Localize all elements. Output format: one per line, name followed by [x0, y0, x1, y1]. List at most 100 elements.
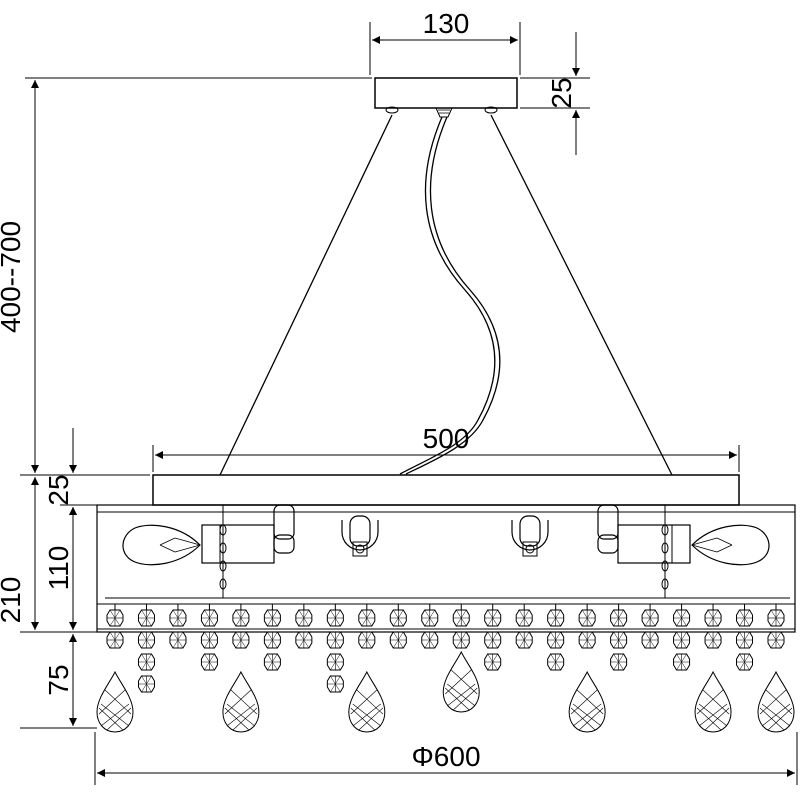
crystal-bead	[358, 631, 376, 649]
crystal-bead	[484, 653, 502, 671]
crystal-bead	[673, 653, 691, 671]
crystal-bead	[767, 631, 785, 649]
crystal-bead	[515, 631, 533, 649]
crystal-strand	[326, 604, 344, 693]
suspension-cables	[219, 114, 673, 476]
crystal-bead	[358, 609, 376, 627]
crystal-bead	[295, 609, 313, 627]
crystal-bead	[610, 631, 628, 649]
crystal-strand	[547, 604, 565, 671]
crystal-strand	[169, 604, 187, 649]
crystal-bead	[610, 609, 628, 627]
crystal-bead	[547, 631, 565, 649]
crystal-bead	[200, 609, 218, 627]
crystal-bead	[389, 631, 407, 649]
crystal-bead	[137, 609, 155, 627]
crystal-bead	[578, 631, 596, 649]
crystal-strands	[96, 604, 795, 733]
crystal-strand	[96, 604, 134, 733]
total-height-label: 400--700	[0, 221, 26, 333]
crystal-strand	[736, 604, 754, 671]
crystal-bead	[484, 609, 502, 627]
power-cord	[399, 116, 501, 475]
crystal-strand	[484, 604, 502, 671]
crystal-bead	[736, 653, 754, 671]
canopy-width-label: 130	[423, 8, 470, 39]
candle-bulb-right	[691, 524, 770, 566]
crystal-teardrop	[348, 671, 386, 733]
crystal-bead	[641, 609, 659, 627]
lamp-holder-right	[597, 504, 691, 564]
crystal-bead	[389, 609, 407, 627]
crystal-bead	[736, 609, 754, 627]
crystal-bead	[610, 653, 628, 671]
crystal-bead	[232, 631, 250, 649]
crystal-bead	[169, 609, 187, 627]
canopy-height-label: 25	[546, 77, 577, 108]
crystal-strand	[694, 604, 732, 733]
crystal-bead	[137, 653, 155, 671]
crystal-bead	[169, 631, 187, 649]
socket-cup	[341, 515, 379, 557]
crystal-bead	[767, 609, 785, 627]
body-height-label: 210	[0, 577, 26, 624]
crystal-bead	[200, 631, 218, 649]
frame-height-label: 25	[43, 474, 74, 505]
dimension-frame-width: 500	[152, 423, 740, 472]
chain-left	[219, 505, 227, 598]
chain-right	[661, 505, 669, 598]
crystal-teardrop	[222, 671, 260, 733]
crystal-bead	[452, 609, 470, 627]
lamp-zone-height-label: 110	[43, 546, 74, 591]
crystal-bead	[200, 653, 218, 671]
crystal-bead	[547, 609, 565, 627]
drop-height-label: 75	[43, 664, 74, 695]
crystal-bead	[326, 653, 344, 671]
dimension-canopy-width: 130	[369, 8, 521, 75]
crystal-strand	[442, 604, 480, 713]
crystal-strand	[389, 604, 407, 649]
crystal-teardrop	[694, 671, 732, 733]
socket-cup	[511, 515, 549, 557]
crystal-bead	[515, 609, 533, 627]
lamp-holder-left	[201, 504, 295, 564]
crystal-bead	[232, 609, 250, 627]
crystal-bead	[326, 675, 344, 693]
dimension-left-stack: 25 210 110 75	[0, 428, 150, 729]
crystal-strand	[673, 604, 691, 671]
crystal-strand	[222, 604, 260, 733]
crystal-teardrop	[757, 671, 795, 733]
crystal-bead	[263, 609, 281, 627]
crystal-strand	[200, 604, 218, 671]
diameter-label: Φ600	[411, 741, 480, 772]
crystal-strand	[641, 604, 659, 649]
crystal-bead	[106, 631, 124, 649]
crystal-bead	[326, 609, 344, 627]
crystal-strand	[610, 604, 628, 671]
frame-width-label: 500	[423, 423, 470, 454]
crystal-bead	[137, 675, 155, 693]
dimension-canopy-height: 25	[520, 32, 590, 155]
crystal-strand	[421, 604, 439, 649]
crystal-teardrop	[442, 651, 480, 713]
crystal-bead	[704, 609, 722, 627]
crystal-bead	[547, 653, 565, 671]
crystal-bead	[263, 631, 281, 649]
crystal-bead	[452, 631, 470, 649]
crystal-teardrop	[568, 671, 606, 733]
crystal-bead	[421, 609, 439, 627]
crystal-bead	[263, 653, 281, 671]
crystal-bead	[421, 631, 439, 649]
crystal-strand	[137, 604, 155, 693]
candle-bulb-left	[122, 524, 201, 566]
crystal-strand	[348, 604, 386, 733]
crystal-bead	[673, 631, 691, 649]
crystal-strand	[757, 604, 795, 733]
dimension-diameter: Φ600	[94, 732, 798, 785]
frame-bar	[152, 474, 740, 506]
crystal-bead	[673, 609, 691, 627]
canopy	[374, 77, 518, 118]
body-box	[96, 504, 796, 633]
dimension-total-height: 400--700	[0, 77, 372, 473]
crystal-strand	[295, 604, 313, 649]
